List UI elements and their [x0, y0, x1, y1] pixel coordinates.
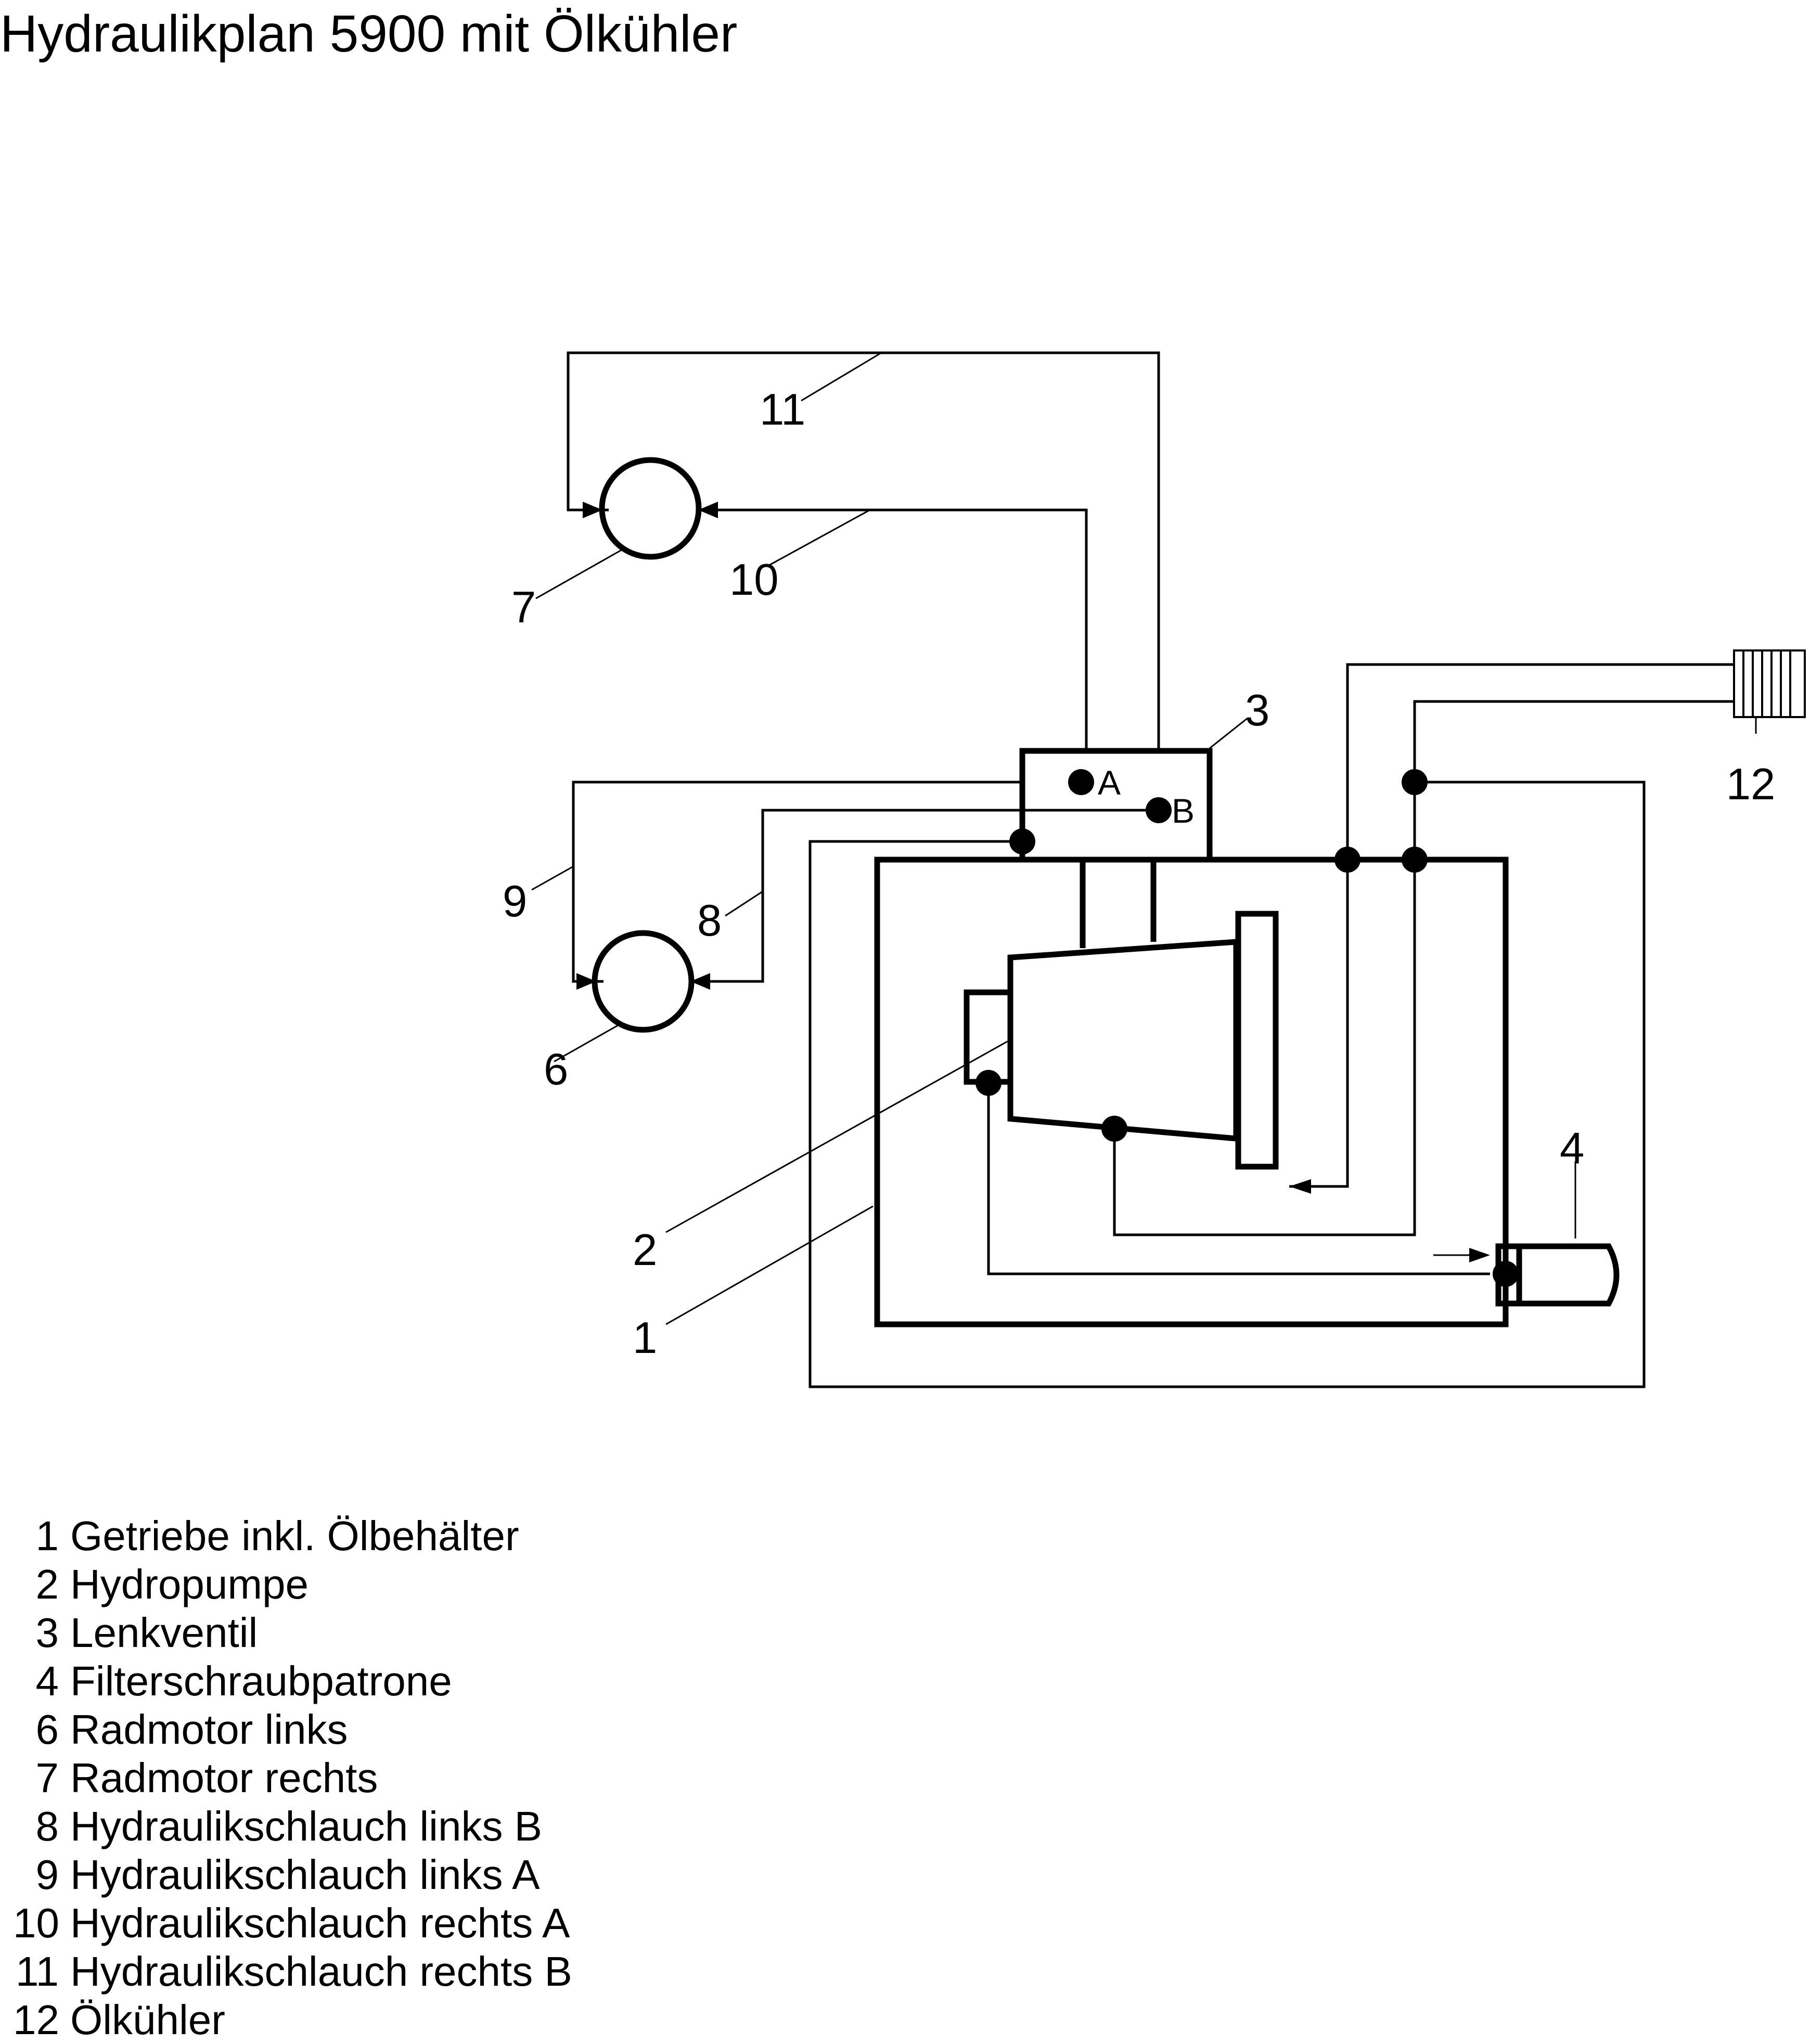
- hose-9: [572, 781, 1022, 983]
- leader-1: [665, 1205, 874, 1325]
- legend-label: Hydraulikschlauch rechts A: [70, 1900, 570, 1946]
- junction-dot: [1493, 1261, 1519, 1287]
- leader-3: [1209, 717, 1248, 749]
- legend-label: Ölkühler: [70, 1997, 225, 2043]
- legend-number: 8: [35, 1803, 59, 1849]
- legend-label: Hydraulikschlauch rechts B: [70, 1948, 572, 1995]
- legend-label: Hydropumpe: [70, 1561, 309, 1607]
- port-b-dot: [1146, 797, 1172, 823]
- return-line: [808, 781, 1646, 1388]
- junction-dot: [1402, 769, 1428, 795]
- legend-label: Radmotor rechts: [70, 1755, 378, 1801]
- legend-label: Hydraulikschlauch links B: [70, 1803, 543, 1849]
- callout-11: 11: [760, 385, 805, 435]
- flow-arrow-icon: [576, 973, 596, 990]
- leader-7: [535, 548, 624, 599]
- legend-number: 9: [35, 1851, 59, 1898]
- flow-arrow-icon: [1289, 1179, 1311, 1194]
- steering-valve: [1019, 748, 1213, 860]
- legend-label: Radmotor links: [70, 1706, 348, 1753]
- callout-4: 4: [1560, 1124, 1584, 1173]
- hose-8: [690, 809, 1159, 983]
- flow-arrow-icon: [583, 502, 602, 518]
- flow-arrow-icon: [698, 502, 718, 518]
- junction-dot: [1101, 1116, 1127, 1142]
- legend-number: 2: [35, 1561, 59, 1607]
- legend-number: 3: [35, 1609, 59, 1656]
- callout-6: 6: [544, 1045, 568, 1094]
- leader-6: [554, 1023, 621, 1063]
- port-b-label: B: [1172, 791, 1195, 830]
- hydro-pump-body: [1007, 939, 1239, 1142]
- legend-label: Hydraulikschlauch links A: [70, 1851, 540, 1898]
- hose-11: [567, 351, 1160, 751]
- flow-arrow-icon: [1469, 1248, 1490, 1262]
- page-title: Hydraulikplan 5900 mit Ölkühler: [0, 5, 738, 63]
- junction-dot: [1334, 847, 1360, 873]
- junction-dot: [975, 1070, 1002, 1096]
- port-a-label: A: [1098, 763, 1121, 802]
- legend-number: 1: [35, 1513, 59, 1559]
- leader-2: [665, 1040, 1008, 1233]
- callout-1: 1: [633, 1313, 657, 1363]
- flow-arrow-icon: [690, 973, 710, 990]
- leader-9: [531, 865, 574, 891]
- callout-8: 8: [697, 896, 722, 946]
- wheel-motor-right: [599, 457, 702, 560]
- pump-to-filter-line: [987, 1083, 1490, 1275]
- cooler-line-upper: [1289, 663, 1734, 1188]
- hydro-pump-shaft-block: [964, 989, 1013, 1085]
- legend-label: Lenkventil: [70, 1609, 258, 1656]
- callout-7: 7: [511, 583, 536, 632]
- legend-number: 10: [13, 1900, 59, 1946]
- gearbox-housing: [874, 857, 1509, 1327]
- cooler-line-lower: [1113, 700, 1734, 1236]
- hose-10: [698, 508, 1088, 751]
- hydro-pump-flange: [1235, 911, 1279, 1170]
- legend-label: Getriebe inkl. Ölbehälter: [70, 1513, 519, 1559]
- legend-number: 6: [35, 1706, 59, 1753]
- callout-9: 9: [503, 877, 527, 926]
- legend-number: 7: [35, 1755, 59, 1801]
- leader-11: [801, 352, 882, 402]
- callout-3: 3: [1245, 686, 1269, 735]
- leader-8: [725, 890, 763, 917]
- callout-10: 10: [729, 555, 779, 605]
- legend-number: 12: [13, 1997, 59, 2043]
- legend-number: 11: [15, 1948, 59, 1995]
- legend-label: Filterschraubpatrone: [70, 1658, 452, 1704]
- junction-dot: [1402, 847, 1428, 873]
- oil-cooler: [1733, 649, 1806, 718]
- wheel-motor-left: [592, 930, 695, 1033]
- port-a-dot: [1068, 769, 1094, 795]
- callout-2: 2: [633, 1225, 657, 1275]
- legend-number: 4: [35, 1658, 59, 1704]
- leader-10: [767, 509, 870, 567]
- junction-dot: [1009, 828, 1035, 854]
- callout-12: 12: [1726, 760, 1776, 809]
- oil-filter-cartridge: [1508, 1243, 1620, 1307]
